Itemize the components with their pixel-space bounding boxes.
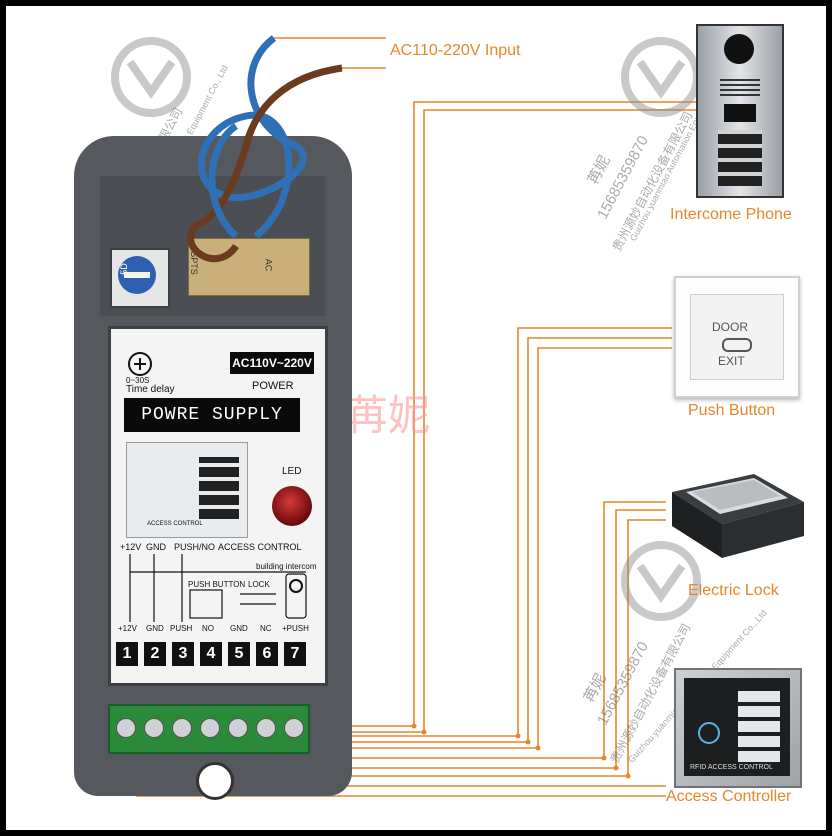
label-input: AC110-220V Input [390,42,521,59]
access-controller-caption: RFID ACCESS CONTROL [690,764,773,771]
keypad-panel-image: ACCESS CONTROL [126,442,248,538]
key-icon [722,338,752,352]
header-gnd: GND [146,542,166,552]
watermark-big-name: 苒妮 [346,391,431,440]
pushbtn-wire-c [182,347,672,749]
rfid-icon [698,722,720,744]
terminal-4: 4 [200,642,222,666]
label-intercom: Intercome Phone [670,206,792,223]
label-push-button: Push Button [688,402,776,419]
bottom-label-gnd2: GND [230,624,248,633]
led-label: LED [282,466,302,477]
screw-3[interactable] [172,718,192,738]
intercom-keypad [718,130,762,186]
exit-push-button: DOOR EXIT [674,276,800,398]
building-intercom-label: building intercom [256,562,317,571]
pot-slot [124,272,150,278]
time-delay-label: Time delay [126,384,175,395]
terminal-2: 2 [144,642,166,666]
intercom-display [724,104,756,122]
door-text: DOOR [712,320,748,334]
bottom-label-push: PUSH [170,624,193,633]
screw-6[interactable] [256,718,276,738]
pushbtn-wire-a [228,327,672,737]
header-12v: +12V [120,542,142,552]
lock-wire-a [156,501,666,759]
internal-schematic [129,554,307,622]
screw-4[interactable] [200,718,220,738]
time-delay-range: 0~30S [126,376,150,385]
intercom-phone [696,24,784,198]
power-label: POWER [252,380,294,392]
header-push: PUSH/NO [174,542,216,552]
lock-wire-c [274,519,666,777]
exit-button-face [690,294,784,380]
watermark-logo-right-bottom [621,541,701,621]
terminal-6: 6 [256,642,278,666]
voltage-badge: AC110V~220V [230,352,314,374]
access-keypad [738,688,780,762]
terminal-7: 7 [284,642,306,666]
bottom-label-gnd: GND [146,624,164,633]
lock-label: LOCK [248,580,270,589]
access-controller-face: RFID ACCESS CONTROL [684,678,790,776]
header-access: ACCESS CONTROL [218,542,302,552]
electric-lock [672,474,804,558]
keypad-panel-caption: ACCESS CONTROL [147,521,203,527]
intercom-wire-a [294,101,696,727]
led-indicator [272,486,312,526]
bottom-label-plus-push: +PUSH [282,624,309,633]
time-delay-icon [128,352,152,376]
mains-wires [187,35,343,263]
terminal-1: 1 [116,642,138,666]
bottom-label-12v: +12V [118,624,137,633]
keypad-grid [199,457,239,519]
terminal-5: 5 [228,642,250,666]
pcb-board [188,238,310,296]
pushbtn-wire-b [204,337,672,743]
access-controller: RFID ACCESS CONTROL [674,668,802,788]
intercom-camera [724,34,754,64]
diagram-canvas: 苒妮 15685359870 15685359870 15685359870 苒… [6,6,826,830]
watermark-logo-left [111,37,191,117]
screw-1[interactable] [116,718,136,738]
lock-wire-b [130,509,666,769]
intercom-speaker [720,76,760,96]
watermark-logo-right-top [621,37,701,117]
bottom-label-no: NO [202,624,214,633]
screw-5[interactable] [228,718,248,738]
mounting-hole [196,762,234,800]
label-access-controller: Access Controller [666,788,792,805]
terminal-3: 3 [172,642,194,666]
screw-7[interactable] [284,718,304,738]
push-button-label: PUSH BUTTON [188,580,246,589]
label-electric-lock: Electric Lock [688,582,779,599]
bottom-label-nc: NC [260,624,272,633]
product-plaque: POWRE SUPPLY [124,398,300,432]
exit-text: EXIT [718,354,745,368]
screw-2[interactable] [144,718,164,738]
